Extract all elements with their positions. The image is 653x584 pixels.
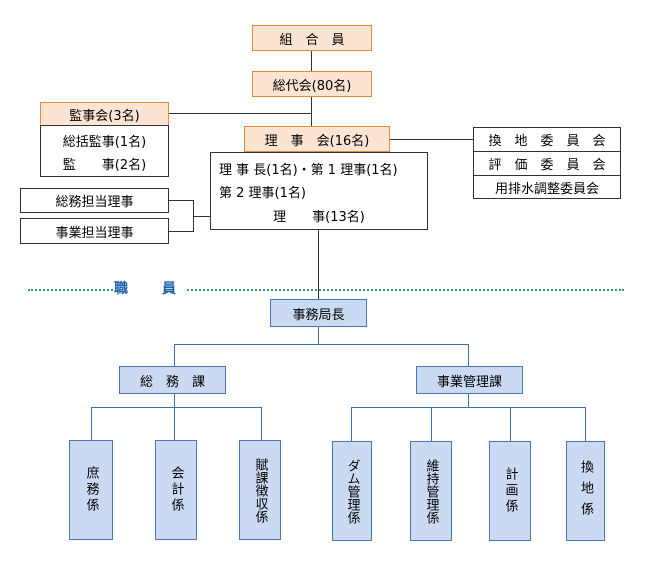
kanjikai-members-box: 総括監事(1名) 監 事(2名): [40, 125, 169, 177]
connector-ka-horizontal: [174, 344, 469, 345]
jimukyokuchou-box: 事務局長: [270, 299, 367, 327]
jimukyokuchou-label: 事務局長: [292, 307, 345, 323]
shokuin-label: 職 員: [114, 277, 186, 299]
fuka-kakari-label: 賦課徴収係: [252, 457, 268, 523]
soumu-ka-box: 総 務 課: [119, 366, 226, 394]
dam-kakari-box: ダム管理係: [332, 441, 372, 541]
kanjikai-title-box: 監事会(3名): [40, 102, 169, 126]
connector-rijikai-iinkai: [390, 139, 473, 140]
connector-jimukyoku-down: [318, 327, 319, 345]
iinkai-item2: 評 価 委 員 会: [488, 158, 606, 173]
soumu-ka-label: 総 務 課: [139, 374, 205, 390]
connector-dam: [351, 407, 352, 441]
connector-fuka: [261, 407, 262, 440]
kanjikai-line1: 総括監事(1名): [62, 134, 147, 150]
rijikai-title-box: 理 事 会(16名): [244, 126, 390, 152]
staff-divider: [28, 289, 624, 291]
iinkai-item1: 換 地 委 員 会: [488, 134, 606, 149]
fuka-kakari-box: 賦課徴収係: [239, 440, 281, 540]
soudaikai-label: 総代会(80名): [272, 78, 352, 94]
connector-kaikei: [174, 407, 175, 440]
iji-kakari-box: 維持管理係: [410, 441, 452, 541]
connector-keikaku: [510, 407, 511, 441]
connector-soumu-ka-up: [174, 344, 175, 366]
iinkai-box: 換 地 委 員 会 評 価 委 員 会 用排水調整委員会: [473, 127, 621, 199]
jigyou-ka-label: 事業管理課: [436, 374, 502, 390]
soudaikai-box: 総代会(80名): [252, 71, 372, 97]
kanjikai-title: 監事会(3名): [69, 108, 140, 124]
rijikai-title: 理 事 会(16名): [264, 133, 370, 149]
keikaku-kakari-box: 計画係: [489, 441, 531, 541]
dam-kakari-label: ダム管理係: [344, 458, 360, 524]
connector-iji: [431, 407, 432, 441]
connector-kanchi: [585, 407, 586, 441]
rijikai-members-box: 理 事 長(1名)・第 1 理事(1名) 第 2 理事(1名) 理 事(13名): [210, 152, 428, 230]
shomu-kakari-label: 庶務係: [83, 466, 99, 514]
connector-soumu-kakari-horizontal: [91, 407, 262, 408]
connector-kumiaiin-soudaikai: [311, 50, 312, 71]
connector-jigyou-kakari-horizontal: [351, 407, 585, 408]
jigyou-tantou-box: 事業担当理事: [20, 218, 169, 244]
connector-kanjikai-horizontal: [168, 113, 312, 114]
soumu-tantou-box: 総務担当理事: [20, 188, 169, 213]
jigyou-tantou-label: 事業担当理事: [55, 225, 134, 241]
iji-kakari-label: 維持管理係: [423, 458, 439, 524]
jigyou-ka-box: 事業管理課: [416, 366, 523, 394]
kumiaiin-box: 組 合 員: [252, 25, 372, 51]
rijikai-line2: 第 2 理事(1名): [219, 185, 306, 201]
connector-jigyou-ka-up: [468, 344, 469, 366]
connector-soumu-ka-down: [174, 394, 175, 408]
iinkai-item3: 用排水調整委員会: [494, 182, 599, 197]
kanchi-kakari-box: 換地係: [566, 441, 605, 541]
kaikei-kakari-label: 会計係: [168, 466, 184, 514]
connector-jigyou-ka-down: [468, 394, 469, 408]
connector-soudaikai-rijikai: [311, 97, 312, 126]
shomu-kakari-box: 庶務係: [69, 440, 113, 540]
rijikai-line3: 理 事(13名): [273, 209, 365, 225]
kanchi-kakari-label: 換地係: [578, 459, 593, 523]
connector-tantou-rijikai: [193, 216, 211, 217]
kaikei-kakari-box: 会計係: [155, 440, 197, 540]
soumu-tantou-label: 総務担当理事: [55, 195, 134, 210]
connector-soumu-tantou: [168, 200, 194, 201]
connector-jigyou-tantou: [168, 231, 194, 232]
keikaku-kakari-label: 計画係: [502, 467, 518, 515]
kanjikai-line2: 監 事(2名): [62, 157, 147, 173]
connector-rijikai-jimukyoku: [318, 230, 319, 300]
connector-shomu: [91, 407, 92, 440]
kumiaiin-label: 組 合 員: [279, 32, 345, 48]
rijikai-line1: 理 事 長(1名)・第 1 理事(1名): [219, 162, 398, 178]
